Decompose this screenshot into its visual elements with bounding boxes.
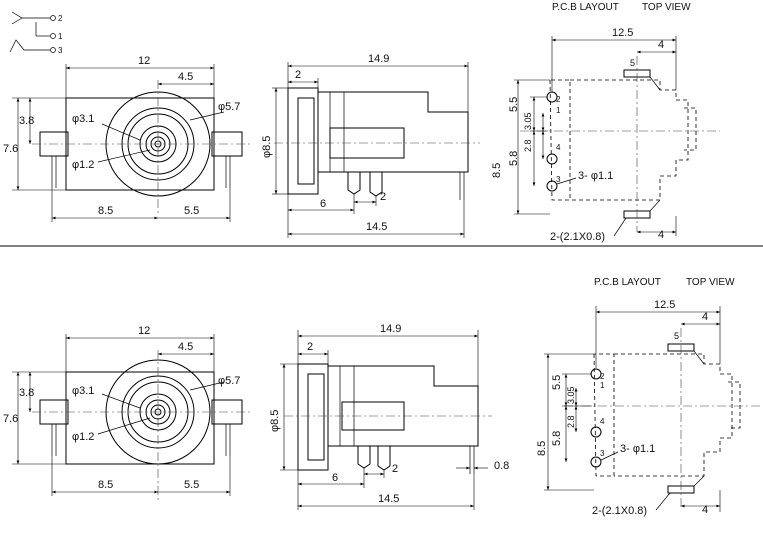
- top-view-title-lower: TOP VIEW: [686, 277, 735, 288]
- pcb-width-label-upper: 12.5: [612, 27, 633, 39]
- front-width-label-lower: 12: [138, 325, 150, 337]
- side-length-label: 14.9: [368, 53, 389, 65]
- side-pin-gap-label: 2: [380, 191, 386, 203]
- front-right-offset-label-lower: 4.5: [178, 341, 193, 353]
- hole-label-2-upper: 2: [556, 95, 561, 104]
- front-half-height-label: 3.8: [19, 115, 34, 127]
- front-mid-dia-label-lower: φ3.1: [72, 385, 94, 397]
- hole-label-1-upper: 1: [556, 106, 561, 115]
- pcb-slot-note-upper: 2-(2.1X0.8): [550, 231, 605, 243]
- pcb-pitch-middle-label-upper: 2.8: [523, 139, 533, 152]
- front-height-label: 7.6: [3, 143, 18, 155]
- hole-label-3-upper: 3: [556, 175, 561, 184]
- front-outer-dia-label: φ5.7: [218, 101, 240, 113]
- front-left-span-label-lower: 8.5: [98, 479, 113, 491]
- pcb-title-lower: P.C.B LAYOUT: [594, 277, 661, 288]
- pcb-total-height-label-lower: 8.5: [536, 441, 548, 456]
- pcb-slot-offset-bottom-lower: 4: [702, 504, 708, 516]
- pcb-slot-offset-label-upper: 4: [658, 39, 664, 51]
- hole-label-4-upper: 4: [556, 143, 561, 152]
- pcb-total-height-label-upper: 8.5: [491, 163, 503, 178]
- pcb-slot-note-lower: 2-(2.1X0.8): [592, 505, 647, 517]
- pcb-pitch-lower-label-upper: 5.8: [508, 151, 520, 166]
- pcb-hole-note-lower: 3- φ1.1: [620, 443, 655, 455]
- pcb-layout-upper: P.C.B LAYOUT TOP VIEW 2 1 4 3 12.5 4 5: [491, 2, 720, 243]
- side-base-length-label-lower: 14.5: [378, 493, 399, 505]
- front-right-span-label: 5.5: [184, 205, 199, 217]
- front-height-label-lower: 7.6: [3, 413, 18, 425]
- pcb-layout-lower: P.C.B LAYOUT TOP VIEW 2 1 4 3 12.5 4 5 8…: [536, 277, 760, 517]
- side-body-dia-label: φ8.5: [261, 136, 273, 158]
- side-pin-pos-label-lower: 6: [332, 472, 338, 484]
- front-left-span-label: 8.5: [98, 205, 113, 217]
- pcb-width-label-lower: 12.5: [654, 299, 675, 311]
- side-pin-gap-label-lower: 2: [392, 463, 398, 475]
- front-right-offset-label: 4.5: [178, 71, 193, 83]
- pcb-hole-note-upper: 3- φ1.1: [578, 170, 613, 182]
- front-view-lower: 12 4.5 7.6 3.8 φ5.7 φ3.1 φ1.2 8.5 5.5: [3, 325, 250, 500]
- hole-label-2-lower: 2: [600, 372, 605, 381]
- front-outer-dia-label-lower: φ5.7: [218, 375, 240, 387]
- hole-label-1-lower: 1: [600, 381, 605, 390]
- hole-label-4-lower: 4: [600, 417, 605, 426]
- side-flange-label: 2: [295, 69, 301, 81]
- front-half-height-label-lower: 3.8: [19, 387, 34, 399]
- front-pin-dia-label-lower: φ1.2: [72, 431, 94, 443]
- side-length-label-lower: 14.9: [380, 323, 401, 335]
- front-pin-dia-label: φ1.2: [72, 159, 94, 171]
- side-base-length-label: 14.5: [366, 221, 387, 233]
- top-view-title-upper: TOP VIEW: [642, 2, 691, 13]
- pcb-pitch-upper-label-upper: 5.5: [508, 97, 520, 112]
- pcb-slot-length-label-lower: 5: [674, 331, 679, 341]
- front-view-upper: 12 4.5 7.6 3.8 φ5.7 φ3.1 φ1.2 8.5 5.5: [3, 55, 250, 222]
- pcb-slot-offset-bottom-upper: 4: [658, 229, 664, 241]
- pcb-pitch-center-label-upper: 3.05: [523, 112, 533, 130]
- schematic-pin-3: 3: [58, 46, 63, 55]
- front-right-span-label-lower: 5.5: [184, 479, 199, 491]
- front-mid-dia-label: φ3.1: [72, 113, 94, 125]
- schematic-pin-1: 1: [58, 32, 63, 41]
- hole-label-3-lower: 3: [600, 449, 605, 458]
- front-width-label: 12: [138, 55, 150, 67]
- pcb-slot-offset-label-lower: 4: [702, 311, 708, 323]
- pcb-pitch-lower-label-lower: 5.8: [551, 431, 563, 446]
- pcb-pitch-center-label-lower: 3.05: [566, 386, 576, 404]
- pcb-title-upper: P.C.B LAYOUT: [552, 2, 619, 13]
- side-view-upper: 14.9 2 φ8.5 6 2 14.5: [261, 53, 480, 238]
- side-view-lower: 14.9 2 φ8.5 6 2 14.5 0.8: [269, 323, 509, 510]
- side-pin-pos-label: 6: [320, 198, 326, 210]
- schematic-pin-2: 2: [58, 14, 63, 23]
- jack-schematic: 2 1 3: [9, 11, 63, 55]
- pcb-pitch-middle-label-lower: 2.8: [566, 415, 576, 428]
- side-body-dia-label-lower: φ8.5: [269, 410, 281, 432]
- side-flange-label-lower: 2: [307, 341, 313, 353]
- side-lead-thickness-label: 0.8: [494, 460, 509, 472]
- pcb-pitch-upper-label-lower: 5.5: [551, 375, 563, 390]
- pcb-slot-length-label-upper: 5: [630, 58, 635, 68]
